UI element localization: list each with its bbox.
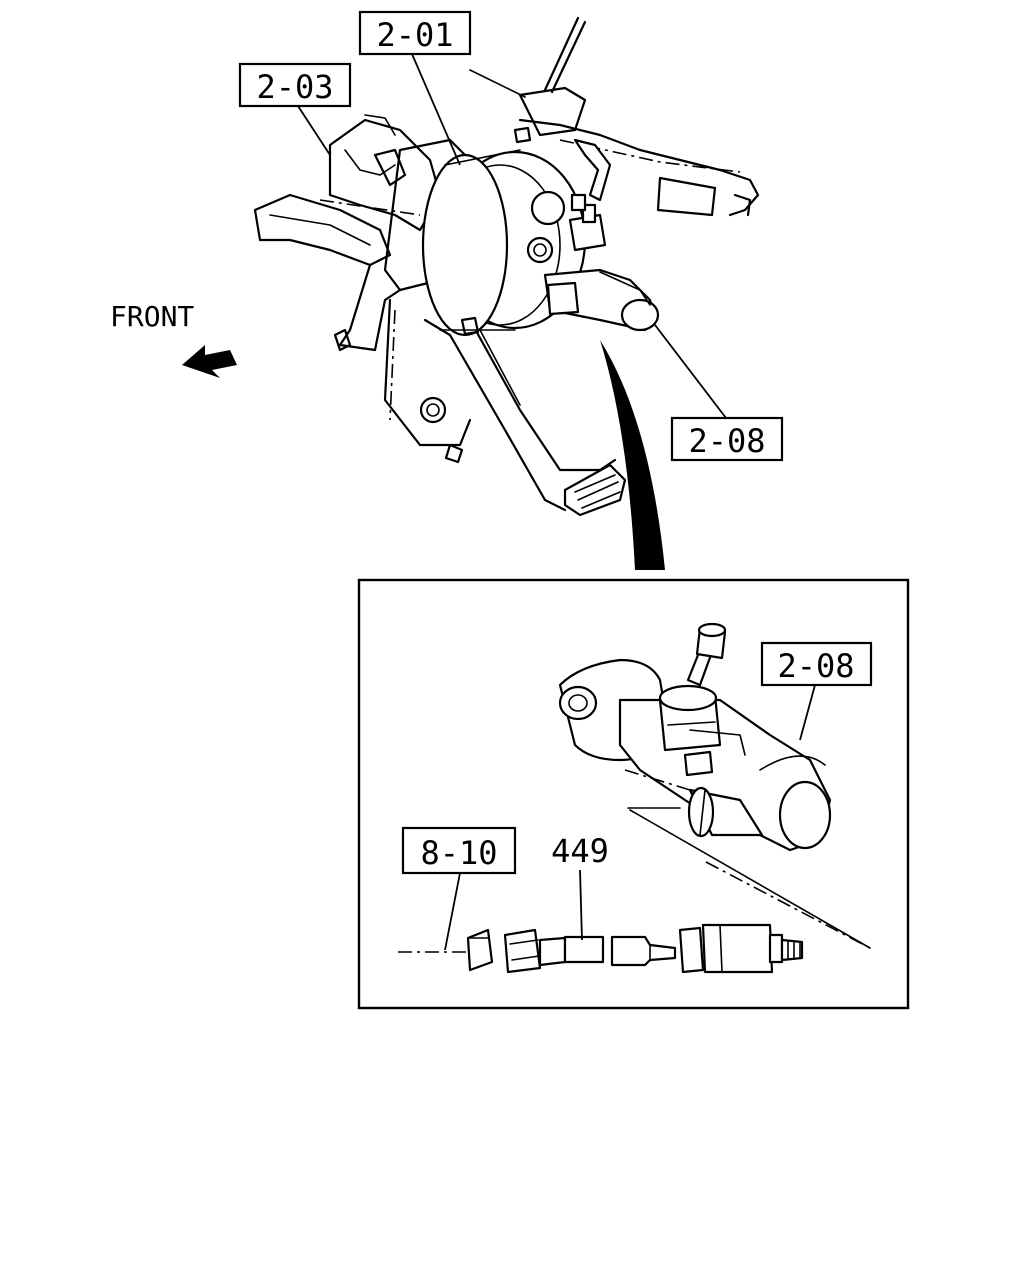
callout-449-label: 449: [551, 832, 609, 870]
callout-449[interactable]: 449: [551, 832, 609, 941]
callout-8-10[interactable]: 8-10: [401, 826, 517, 951]
detail-frame: [357, 578, 910, 1010]
detail-inset: 2-08 8-10 449: [357, 578, 910, 1010]
callout-2-01[interactable]: 2-01: [358, 10, 472, 166]
front-label: FRONT: [110, 300, 194, 333]
callout-2-08-main-label: 2-08: [688, 422, 765, 460]
callout-2-08-detail[interactable]: 2-08: [760, 641, 873, 741]
callout-2-01-label: 2-01: [376, 16, 453, 54]
callout-2-08-main[interactable]: 2-08: [654, 324, 784, 462]
callout-8-10-label: 8-10: [420, 834, 497, 872]
callout-2-03-label: 2-03: [256, 68, 333, 106]
switch-assembly-detail: [398, 923, 804, 974]
callout-2-08-detail-label: 2-08: [777, 647, 854, 685]
master-cylinder-detail: [558, 622, 832, 852]
front-arrow-icon: [182, 345, 237, 378]
detail-pointer-arrow: [600, 340, 665, 570]
callout-2-03[interactable]: 2-03: [238, 62, 352, 156]
pedal-assembly-drawing: [253, 16, 760, 570]
front-indicator: FRONT: [110, 300, 237, 378]
